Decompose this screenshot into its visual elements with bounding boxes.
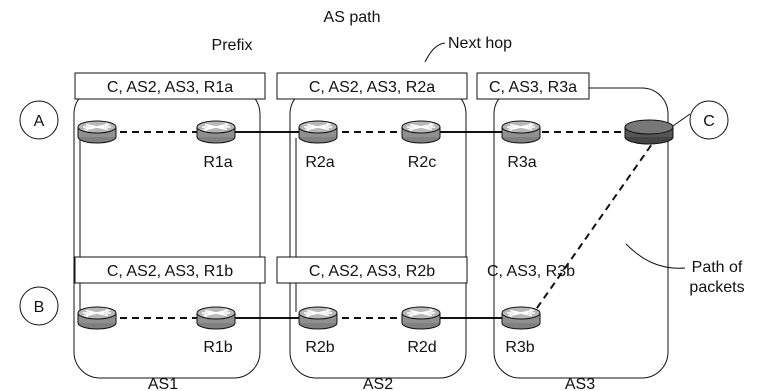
host-a-label: A	[34, 113, 45, 130]
prefix-label: Prefix	[212, 37, 253, 54]
path-of-packets-label-line1: Path of	[692, 259, 743, 276]
route-box-r2b	[276, 256, 468, 284]
host-b-label: B	[34, 299, 45, 316]
route-text-r1a: C, AS2, AS3, R1a	[107, 79, 233, 96]
router-r1b-icon	[196, 306, 236, 330]
router-label-r3b: R3b	[505, 339, 534, 356]
router-r1a-icon	[196, 120, 236, 144]
path-of-packets-pointer	[625, 243, 686, 269]
route-text-r3a: C, AS3, R3a	[489, 79, 577, 96]
router-r2a-icon	[298, 120, 338, 144]
route-text-r2a: C, AS2, AS3, R2a	[309, 79, 435, 96]
host-b	[19, 286, 59, 326]
router-label-r2d: R2d	[407, 339, 436, 356]
route-text-r1b: C, AS2, AS3, R1b	[107, 263, 233, 280]
link-r3b-c	[529, 143, 653, 319]
next-hop-pointer	[424, 42, 446, 63]
link-c-r3a-short	[669, 113, 691, 129]
router-label-r3a: R3a	[507, 154, 536, 171]
route-box-r3a	[476, 72, 590, 100]
router-label-r2a: R2a	[305, 154, 334, 171]
router-r2c-icon	[401, 120, 441, 144]
route-box-r1a	[74, 72, 266, 100]
host-c	[689, 100, 729, 140]
host-a	[19, 100, 59, 140]
router-r2d-icon	[401, 306, 441, 330]
route-box-r1b	[74, 256, 266, 284]
router-c-destination-icon	[624, 119, 674, 145]
router-label-r2b: R2b	[305, 339, 334, 356]
route-text-r2b: C, AS2, AS3, R2b	[309, 263, 435, 280]
router-label-r1a: R1a	[203, 154, 232, 171]
router-r2b-icon	[298, 306, 338, 330]
as2-label: AS2	[363, 376, 393, 391]
route-text-r3b: C, AS3, R3b	[487, 263, 575, 280]
as1-label: AS1	[148, 376, 178, 391]
as3-label: AS3	[565, 376, 595, 391]
router-r3a-icon	[501, 120, 541, 144]
router-b-edge-icon	[77, 306, 117, 330]
router-label-r2c: R2c	[408, 154, 436, 171]
route-box-r2a	[276, 72, 468, 100]
host-c-label: C	[703, 113, 715, 130]
next-hop-label: Next hop	[448, 35, 512, 52]
router-r3b-icon	[501, 306, 541, 330]
as-path-label: AS path	[324, 9, 381, 26]
path-of-packets-label-line2: packets	[689, 279, 744, 296]
router-label-r1b: R1b	[203, 339, 232, 356]
router-a-edge-icon	[77, 120, 117, 144]
